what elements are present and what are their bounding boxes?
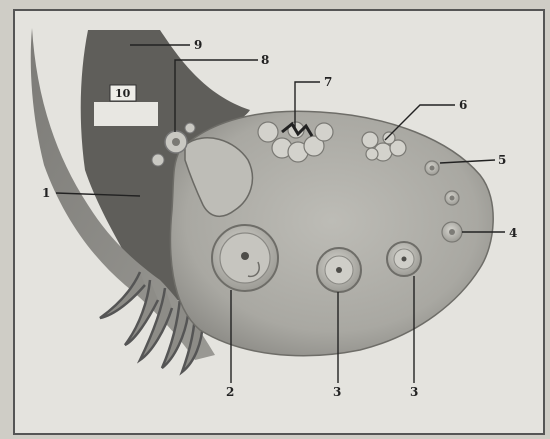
label-3-left: 3 xyxy=(333,385,341,399)
label-7: 7 xyxy=(324,75,332,89)
label-10-text: 10 xyxy=(115,87,131,100)
label-1: 1 xyxy=(42,186,50,200)
label-5: 5 xyxy=(498,153,506,167)
label-4: 4 xyxy=(509,226,517,240)
label-3-right: 3 xyxy=(410,385,418,399)
growing-follicle xyxy=(387,242,421,276)
label-2: 2 xyxy=(226,385,234,399)
label-6: 6 xyxy=(459,98,467,112)
growing-follicle xyxy=(317,248,361,292)
mature-follicle xyxy=(212,225,278,291)
label-9: 9 xyxy=(194,38,202,52)
label-8: 8 xyxy=(261,53,269,67)
label-box xyxy=(94,102,158,126)
